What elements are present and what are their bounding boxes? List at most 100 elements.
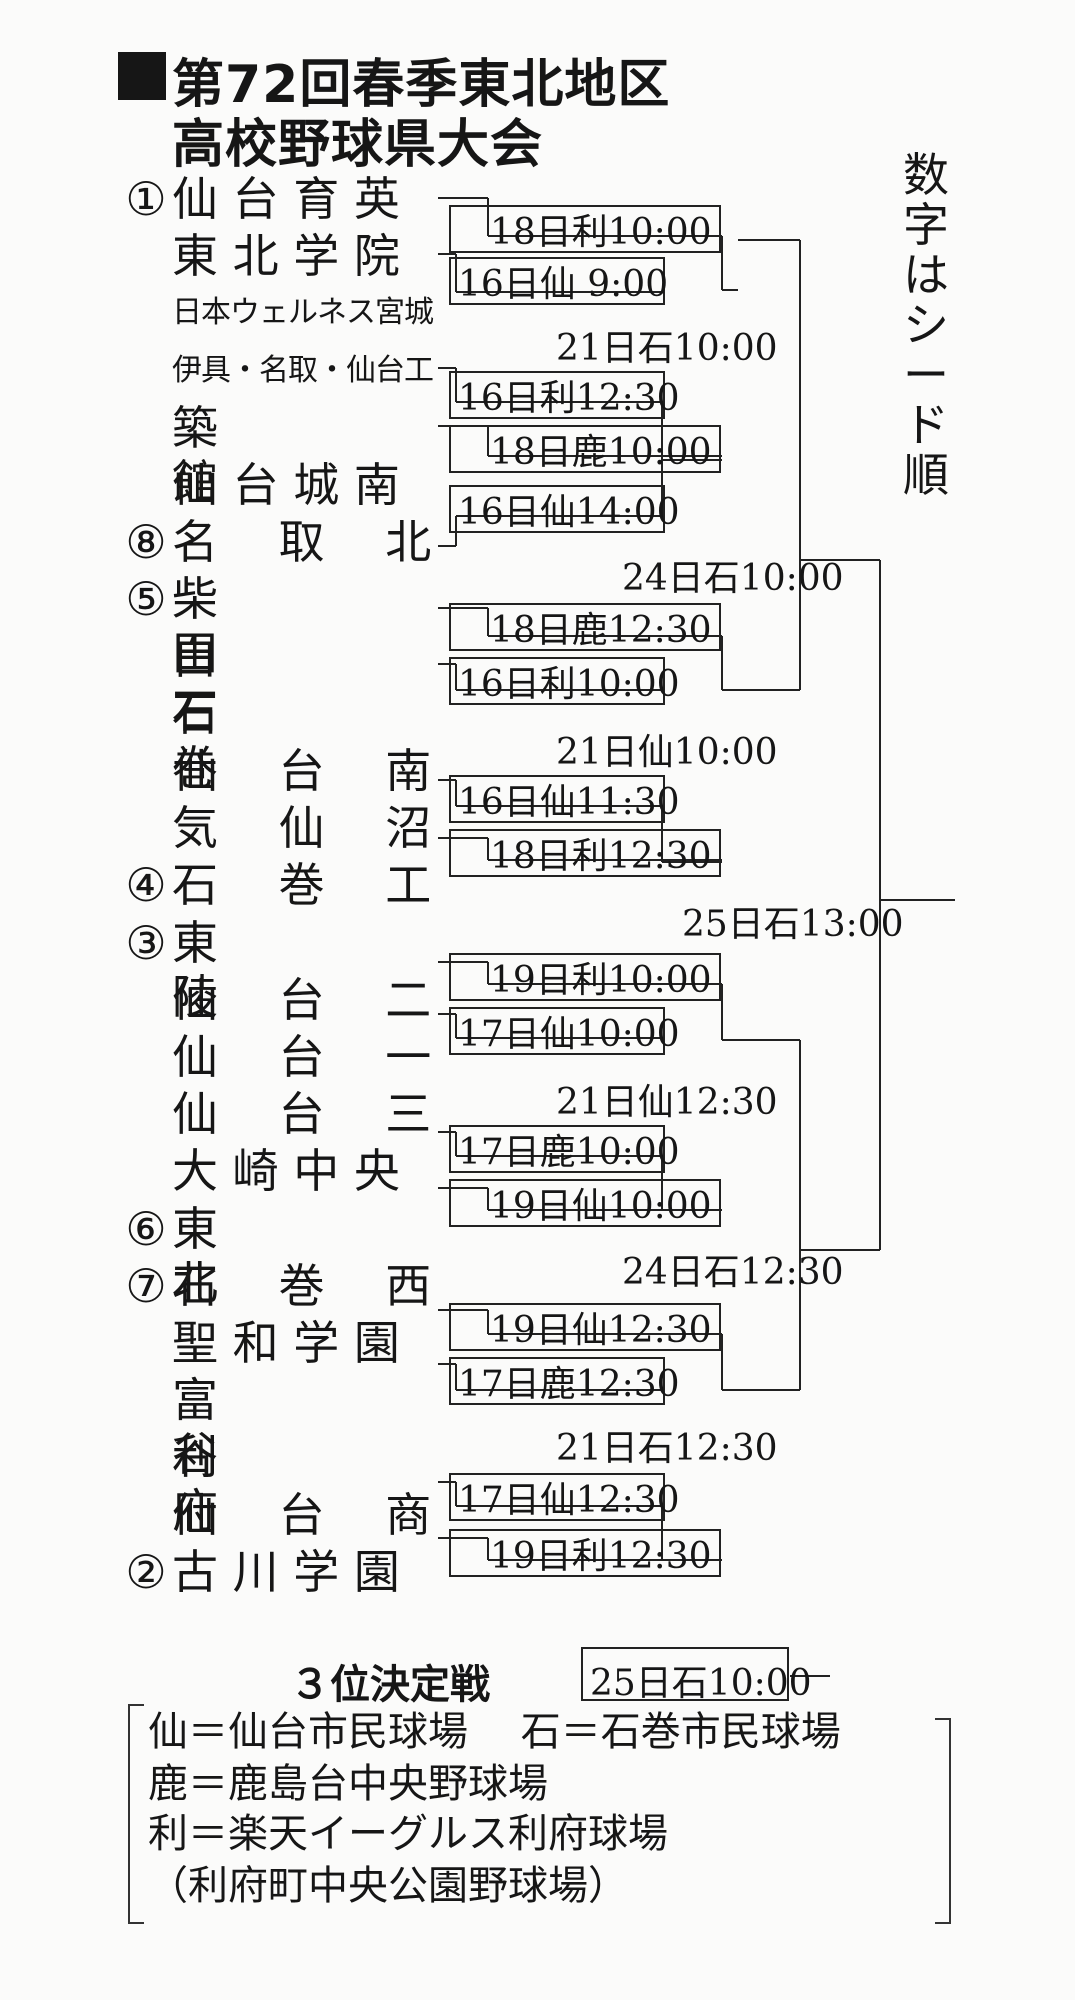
schedule-box xyxy=(449,425,721,473)
team-name: 利 府 xyxy=(172,1430,402,1538)
team-row: 仙 台 南 xyxy=(120,744,440,798)
sched-r1-g: 16日利10:00 xyxy=(458,664,680,705)
seed-number: ③ xyxy=(125,916,167,970)
sched-sf-1: 24日石10:00 xyxy=(622,558,844,599)
sched-r1-m: 19日仙10:00 xyxy=(490,1186,712,1227)
schedule-box xyxy=(449,953,721,1001)
schedule-box xyxy=(449,205,721,253)
sched-r1-a: 18日利10:00 xyxy=(490,212,712,253)
team-row: 仙 台 商 xyxy=(120,1488,440,1542)
team-name: 仙 台 一 xyxy=(172,1030,432,1084)
team-row: 東 北 学 院 xyxy=(120,229,440,283)
team-name: 大 崎 中 央 xyxy=(172,1144,400,1198)
schedule-box xyxy=(581,1647,789,1701)
seed-number: ⑧ xyxy=(125,515,167,569)
sched-r1-f: 18日鹿12:30 xyxy=(490,610,712,651)
team-row: 仙 台 三 xyxy=(120,1087,440,1141)
team-row: 白 石 xyxy=(120,630,440,738)
seed-number: ① xyxy=(125,172,167,226)
seed-number: ④ xyxy=(125,858,167,912)
team-name: 仙 台 二 xyxy=(172,973,432,1027)
legend-bracket-right xyxy=(935,1718,951,1924)
legend-line-4: （利府町中央公園野球場） xyxy=(148,1863,628,1909)
third-place-label: ３位決定戦 xyxy=(290,1662,490,1708)
team-name: 東 北 学 院 xyxy=(172,229,400,283)
third-place-time: 25日石10:00 xyxy=(590,1663,812,1704)
sched-r1-j: 19日利10:00 xyxy=(490,960,712,1001)
schedule-box xyxy=(449,1125,665,1173)
schedule-box xyxy=(449,829,721,877)
team-name: 仙 台 城 南 xyxy=(172,458,400,512)
team-name: 古 川 学 園 xyxy=(172,1545,400,1599)
team-name: 富 谷 xyxy=(172,1373,402,1481)
team-name: 築 館 xyxy=(172,401,402,509)
sched-r1-e: 16日仙14:00 xyxy=(458,492,680,533)
sched-r1-h: 16日仙11:30 xyxy=(458,782,680,823)
title-line-2: 高校野球県大会 xyxy=(172,115,544,175)
team-row: 大 崎 中 央 xyxy=(120,1144,440,1198)
team-name: 石 巻 工 xyxy=(172,858,432,912)
sched-final: 25日石13:00 xyxy=(682,904,904,945)
team-name: 伊具・名取・仙台工 xyxy=(172,353,434,388)
team-row: 仙 台 二 xyxy=(120,973,440,1027)
seed-number: ② xyxy=(125,1545,167,1599)
team-name: 気 仙 沼 xyxy=(172,801,432,855)
team-row: 仙 台 一 xyxy=(120,1030,440,1084)
team-name: 仙 台 南 xyxy=(172,744,432,798)
sched-r1-n: 19日仙12:30 xyxy=(490,1310,712,1351)
sched-r1-o: 17日鹿12:30 xyxy=(458,1364,680,1405)
team-row: 日本ウェルネス宮城 xyxy=(120,286,440,340)
schedule-box xyxy=(449,1529,721,1577)
schedule-box xyxy=(449,371,665,419)
team-row: 築 館 xyxy=(120,401,440,509)
title-marker xyxy=(118,52,166,100)
schedule-box xyxy=(449,603,721,651)
sched-r1-i: 18日利12:30 xyxy=(490,836,712,877)
schedule-box xyxy=(449,257,665,305)
sched-sf-2: 24日石12:30 xyxy=(622,1252,844,1293)
sched-r1-k: 17日仙10:00 xyxy=(458,1014,680,1055)
legend-line-2: 鹿＝鹿島台中央野球場 xyxy=(148,1761,548,1807)
team-name: 白 石 xyxy=(172,630,402,738)
team-name: 仙 台 商 xyxy=(172,1488,432,1542)
team-row: 伊具・名取・仙台工 xyxy=(120,344,440,398)
schedule-box xyxy=(449,1473,665,1521)
team-row: 気 仙 沼 xyxy=(120,801,440,855)
team-row: 仙 台 城 南 xyxy=(120,458,440,512)
team-name: 石 巻 西 xyxy=(172,1259,432,1313)
title-line-1: 第72回春季東北地区 xyxy=(172,55,671,115)
sched-r1-b: 16日仙 9:00 xyxy=(458,264,669,305)
schedule-box xyxy=(449,1007,665,1055)
team-row: 利 府 xyxy=(120,1430,440,1538)
seed-number: ⑦ xyxy=(125,1259,167,1313)
schedule-box xyxy=(449,485,665,533)
team-row: 聖 和 学 園 xyxy=(120,1316,440,1370)
team-name: 聖 和 学 園 xyxy=(172,1316,400,1370)
seed-note: 数字はシード順 xyxy=(903,148,949,502)
schedule-box xyxy=(449,1179,721,1227)
team-name: 日本ウェルネス宮城 xyxy=(172,295,434,330)
legend-line-1: 仙＝仙台市民球場 石＝石巻市民球場 xyxy=(148,1709,841,1755)
legend-line-3: 利＝楽天イーグルス利府球場 xyxy=(148,1811,668,1857)
team-name: 仙 台 育 英 xyxy=(172,172,400,226)
schedule-box xyxy=(449,1357,665,1405)
sched-r1-q: 19日利12:30 xyxy=(490,1536,712,1577)
team-row: 富 谷 xyxy=(120,1373,440,1481)
sched-r1-p: 17日仙12:30 xyxy=(458,1480,680,1521)
team-name: 石 巻 xyxy=(172,687,402,795)
team-name: 東 陵 xyxy=(172,916,402,1024)
team-name: 東 北 xyxy=(172,1202,402,1310)
seed-number: ⑤ xyxy=(125,572,167,626)
team-name: 名 取 北 xyxy=(172,515,432,569)
legend-bracket-left xyxy=(128,1704,144,1924)
team-row: 石 巻 xyxy=(120,687,440,795)
sched-qf-2: 21日仙10:00 xyxy=(556,732,778,773)
sched-qf-4: 21日石12:30 xyxy=(556,1428,778,1469)
